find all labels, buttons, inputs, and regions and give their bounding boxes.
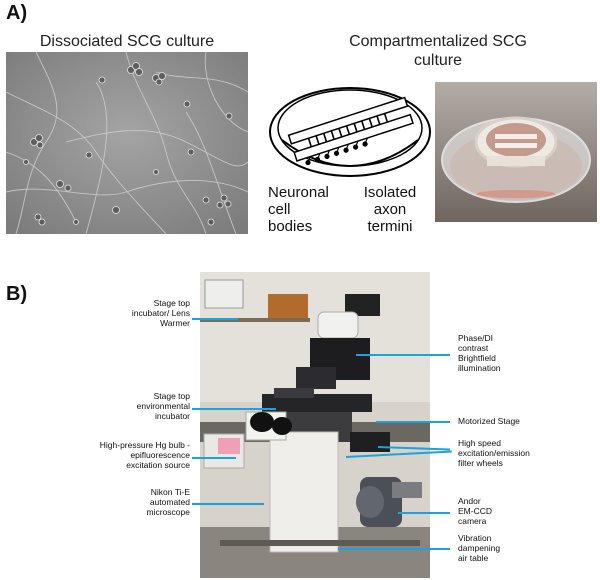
leader-line-lens-warmer [192, 318, 238, 320]
compartmentalized-caption-line2: culture [413, 52, 463, 69]
annot-l2-line1: Stage top [153, 391, 190, 401]
motorized-stage-label: Motorized Stage [458, 416, 578, 426]
phase-di-contrast-brightfield-label: Phase/DI contrast Brightfield illuminati… [458, 333, 568, 373]
leader-line-motorized-stage [376, 421, 450, 423]
annot-l1-line1: Stage top [153, 298, 190, 308]
annot-l4-line1: Nikon Ti-E [150, 487, 190, 497]
annot-l3-line2: epifluorescence [130, 450, 190, 460]
cell-bodies-line1: Neuronal [268, 184, 329, 201]
cell-bodies-line2: cell [268, 201, 291, 218]
stage-top-environmental-incubator-label: Stage top environmental incubator [118, 391, 190, 421]
annot-r5-line2: dampening [458, 543, 501, 553]
axon-termini-line1: Isolated [363, 184, 417, 201]
annot-r3-line2: excitation/emission [458, 448, 530, 458]
annot-r4-line2: EM-CCD [458, 506, 492, 516]
leader-line-nikon-microscope [192, 503, 264, 505]
annot-r5-line3: air table [458, 553, 489, 563]
annot-l3-line3: excitation source [126, 460, 190, 470]
leader-line-hg-bulb [192, 457, 236, 459]
andor-em-ccd-camera-label: Andor EM-CCD camera [458, 496, 568, 526]
annot-l1-line2: incubator/ Lens [131, 308, 190, 318]
leader-line-andor-camera [398, 512, 450, 514]
annot-l3-line1: High-pressure Hg bulb - [99, 440, 190, 450]
leader-line-phase-contrast [356, 354, 450, 356]
panel-b-label: B) [6, 283, 28, 305]
annot-r3-line1: High speed [458, 438, 502, 448]
panel-a-label: A) [6, 2, 28, 24]
annot-l2-line3: incubator [155, 411, 190, 421]
annot-r1-line1: Phase/DI [458, 333, 493, 343]
annot-r4-line3: camera [458, 516, 487, 526]
leader-line-air-table [338, 548, 450, 550]
annot-r2-line1: Motorized Stage [458, 416, 520, 426]
axon-termini-line3: termini [367, 218, 413, 235]
annot-r1-line3: Brightfield [458, 353, 496, 363]
annot-l1-line3: Warmer [160, 318, 190, 328]
annot-r3-line3: filter wheels [458, 458, 503, 468]
annot-r1-line4: illumination [458, 363, 501, 373]
annot-l4-line2: automated [149, 497, 190, 507]
hg-bulb-excitation-source-label: High-pressure Hg bulb - epifluorescence … [88, 440, 190, 470]
filter-wheels-label: High speed excitation/emission filter wh… [458, 438, 578, 468]
isolated-axon-termini-label: Isolated axon termini [360, 184, 420, 235]
neuronal-cell-bodies-label: Neuronal cell bodies [268, 184, 329, 235]
annot-l2-line2: environmental [136, 401, 190, 411]
stage-top-incubator-lens-warmer-label: Stage top incubator/ Lens Warmer [120, 298, 190, 328]
axon-termini-line2: axon [373, 201, 407, 218]
vibration-dampening-air-table-label: Vibration dampening air table [458, 533, 568, 563]
dissociated-neurons-micrograph [6, 52, 248, 234]
compartmentalized-dish-photo [435, 82, 597, 222]
compartment-chamber-diagram [269, 87, 431, 177]
annot-r4-line1: Andor [458, 496, 481, 506]
micrograph-image [6, 52, 248, 234]
dissociated-culture-caption: Dissociated SCG culture [39, 33, 215, 50]
annot-l4-line3: microscope [146, 507, 190, 517]
annot-r5-line1: Vibration [458, 533, 492, 543]
annot-r1-line2: contrast [458, 343, 489, 353]
leader-line-environmental-incubator [192, 408, 276, 410]
nikon-ti-e-microscope-label: Nikon Ti-E automated microscope [118, 487, 190, 517]
dish-photo-image [435, 82, 597, 222]
compartmentalized-caption-line1: Compartmentalized SCG [349, 33, 527, 50]
cell-bodies-line3: bodies [268, 218, 313, 235]
compartmentalized-culture-caption: Compartmentalized SCG culture [318, 32, 558, 70]
